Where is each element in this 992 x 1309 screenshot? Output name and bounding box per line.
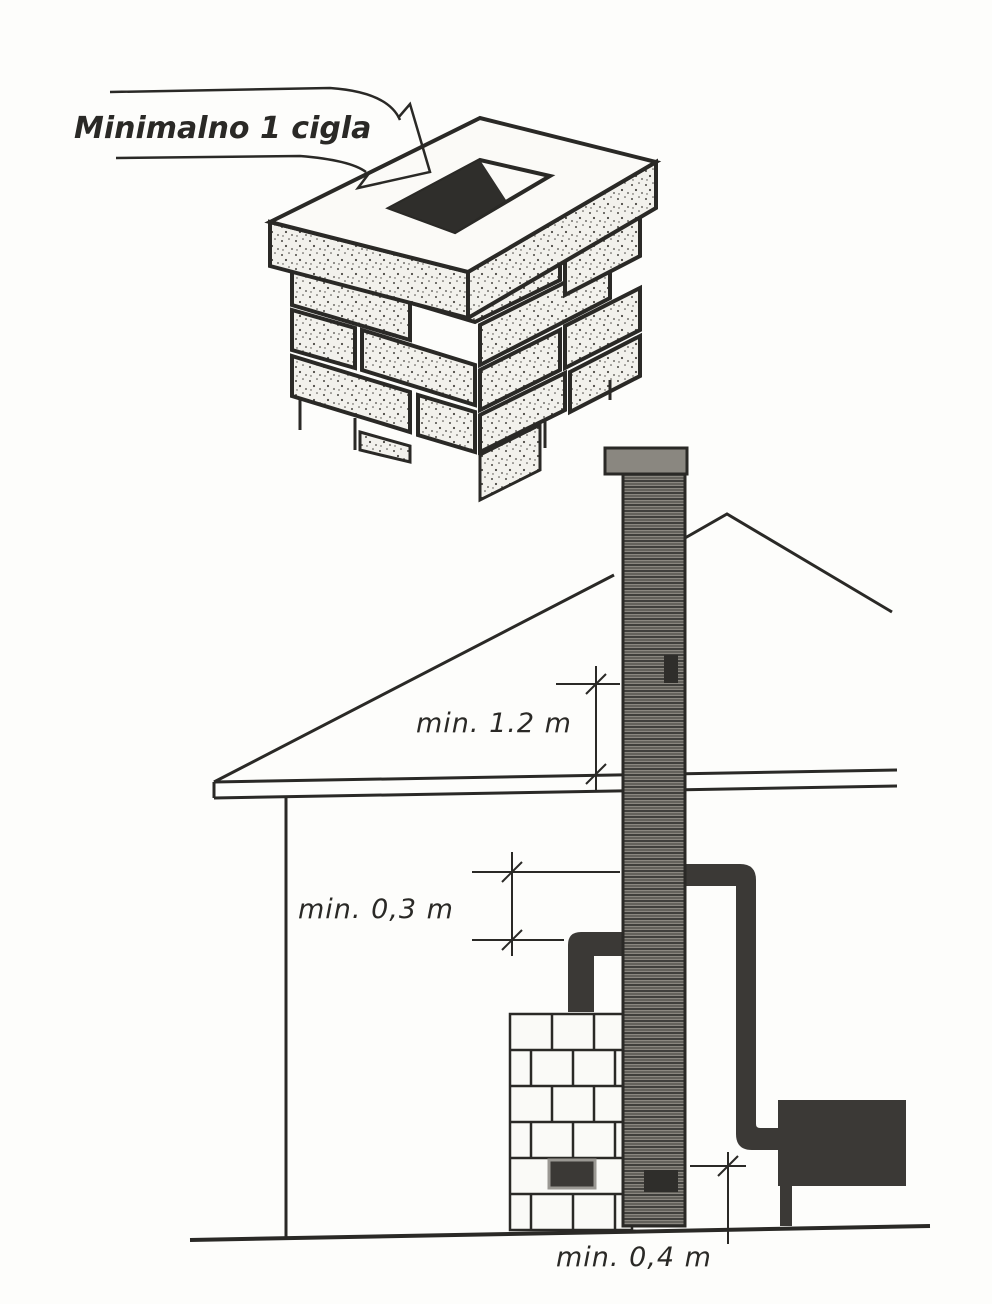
roof <box>212 512 898 800</box>
dim-stove-label: min. 0,3 m <box>298 894 454 925</box>
tiled-stove <box>508 1012 634 1232</box>
dim-floor-label: min. 0,4 m <box>556 1242 712 1273</box>
dim-roof <box>556 666 620 790</box>
lower-fragments <box>298 380 612 503</box>
chimney-cap-detail: Minimalno 1 cigla <box>74 86 662 503</box>
kitchen-stove <box>778 1100 906 1226</box>
dim-stove <box>472 852 620 956</box>
main-chimney <box>603 446 689 1228</box>
stove-flue-pipe <box>568 932 628 1012</box>
callout-arrow <box>109 86 432 190</box>
kitchen-flue-pipe <box>684 864 786 1150</box>
stove-door <box>547 1158 597 1190</box>
dim-roof-label: min. 1.2 m <box>416 708 572 739</box>
floor-line <box>189 1224 931 1242</box>
callout-label: Minimalno 1 cigla <box>74 111 371 146</box>
brick-courses-left <box>290 262 477 455</box>
flue-opening <box>385 157 556 235</box>
house-cross-section: min. 1.2 m min. 0,3 m min. 0,4 m <box>189 446 931 1273</box>
dim-floor <box>690 1152 746 1244</box>
